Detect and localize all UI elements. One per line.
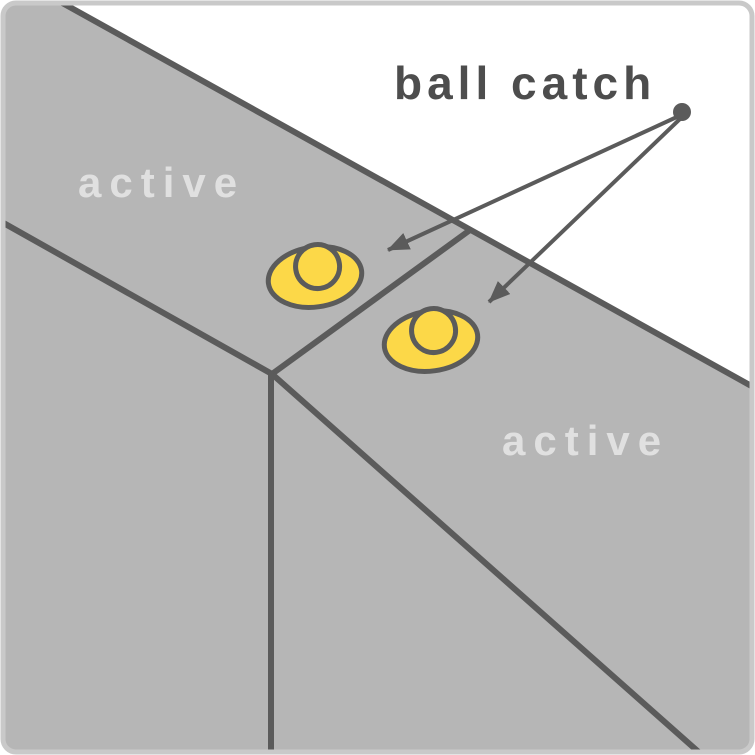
ball-catch-right-ball-icon — [409, 306, 459, 356]
callout-arrow-left-icon — [387, 114, 680, 252]
label-active-bottom: active — [502, 417, 670, 464]
diagram-title: ball catch — [394, 57, 657, 109]
left-panel-bottom-edge — [4, 218, 275, 377]
right-panel-bottom-edge — [269, 371, 705, 751]
callout-arrow-right-icon — [487, 116, 683, 304]
label-active-top: active — [78, 159, 246, 206]
ball-catch-right — [381, 306, 481, 374]
miter-seam-edge — [269, 227, 473, 377]
ball-catch-left-ball-icon — [293, 242, 343, 292]
callout-dot-icon — [673, 103, 691, 121]
panel-top-edge — [54, 4, 751, 391]
ball-catch-left — [265, 242, 365, 310]
